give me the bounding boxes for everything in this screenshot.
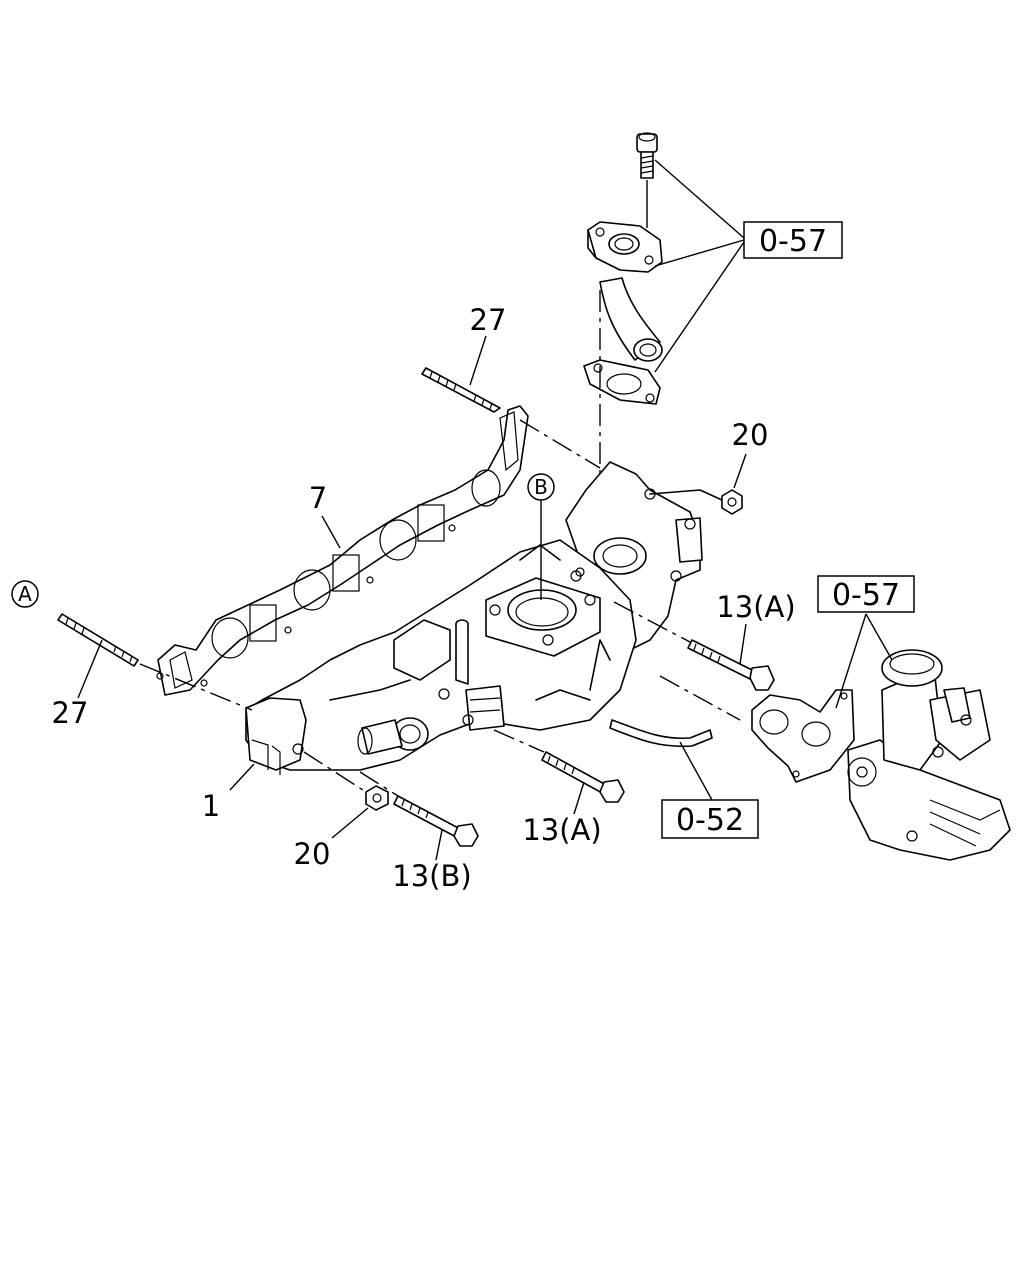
callout-1: 1 <box>202 789 220 823</box>
bolt-13a-bottom <box>541 751 625 803</box>
callout-13b: 13(B) <box>392 859 471 893</box>
marker-b: B <box>534 475 548 499</box>
callout-20-top: 20 <box>732 418 769 452</box>
callout-13a-bottom: 13(A) <box>522 813 601 847</box>
callout-20-bottom: 20 <box>294 837 331 871</box>
egr-pipe-top <box>587 221 663 362</box>
ref-052: 0-52 <box>676 803 744 838</box>
ref-057-right: 0-57 <box>832 578 900 613</box>
ref-box-057-right <box>817 575 915 613</box>
marker-a: A <box>18 582 32 606</box>
manifold-gasket <box>156 405 529 696</box>
bolt-13b <box>393 795 479 847</box>
callout-27-left: 27 <box>52 696 89 730</box>
intake-manifold <box>245 461 723 775</box>
bolt-13a-right <box>687 639 775 691</box>
stud-27-top <box>421 367 501 413</box>
egr-gasket-top <box>583 359 661 405</box>
egr-valve <box>847 649 1011 861</box>
nut-20-top <box>721 489 743 515</box>
marker-a-circle <box>11 580 39 608</box>
ref-057-top: 0-57 <box>759 224 827 259</box>
nut-20-bottom <box>365 785 389 811</box>
callout-27-top: 27 <box>470 303 507 337</box>
marker-b-circle <box>527 473 555 501</box>
ref-box-057-top <box>743 221 843 259</box>
ref-box-052 <box>661 799 759 839</box>
hose <box>609 719 713 748</box>
stud-27-left <box>57 613 139 667</box>
top-bolt <box>636 132 658 179</box>
callout-7: 7 <box>309 481 327 515</box>
egr-gasket-right <box>751 689 855 783</box>
callout-13a-right: 13(A) <box>716 590 795 624</box>
